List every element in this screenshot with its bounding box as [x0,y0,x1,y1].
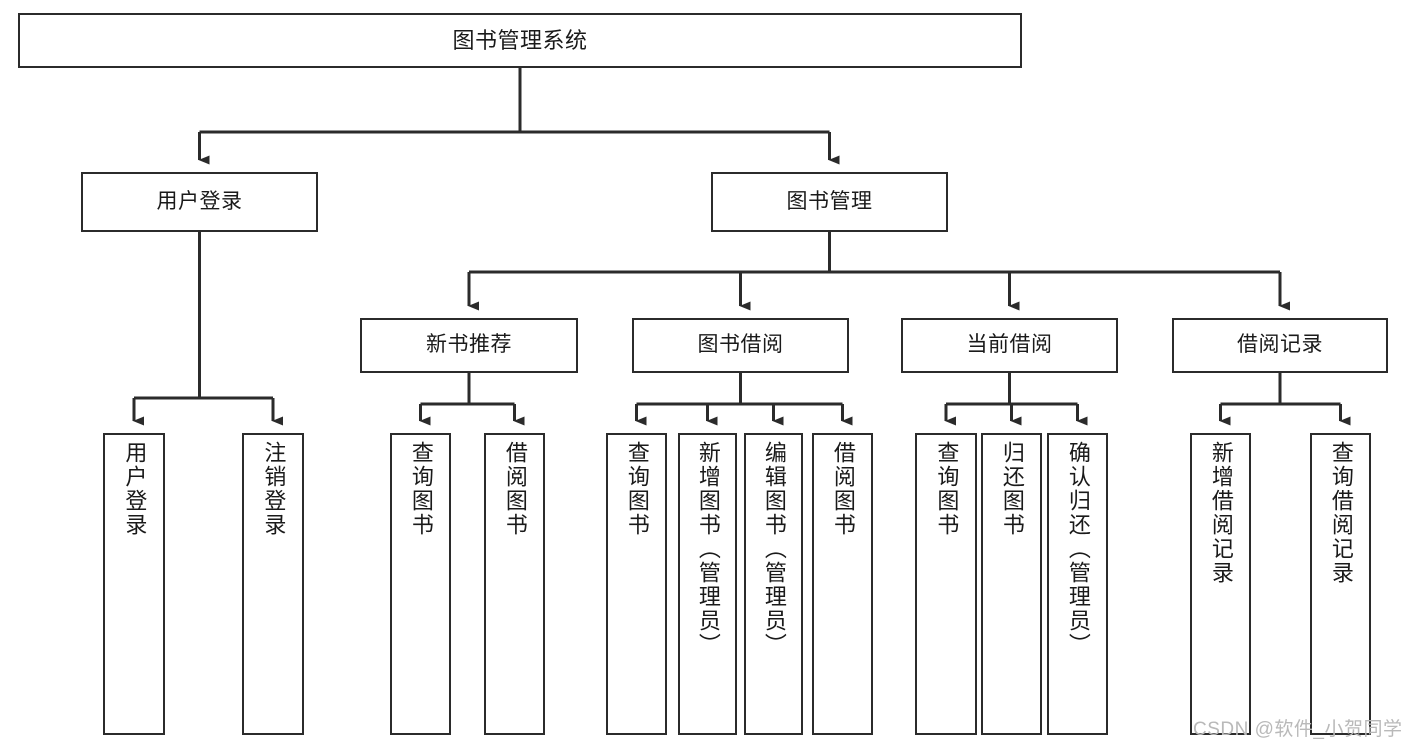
node-label: 图书管理系统 [452,27,588,53]
node-label: 编辑图书（管理员） [761,441,787,657]
node-label: 借阅记录 [1237,333,1323,357]
node-user-login[interactable]: 用户登录 [81,172,318,232]
node-root[interactable]: 图书管理系统 [18,13,1022,68]
node-label: 用户登录 [122,441,148,537]
node-leaf-add-record[interactable]: 新增借阅记录 [1190,433,1251,735]
watermark-label: CSDN @软件_小贺同学 [1193,719,1403,740]
node-leaf-add-book[interactable]: 新增图书（管理员） [678,433,737,735]
node-label: 借阅图书 [830,441,856,537]
node-book-manage[interactable]: 图书管理 [711,172,948,232]
node-label: 新增图书（管理员） [695,441,721,657]
node-label: 查询图书 [624,441,650,537]
node-label: 用户登录 [156,189,243,213]
node-current-borrow[interactable]: 当前借阅 [901,318,1118,373]
node-label: 查询图书 [934,441,960,537]
node-label: 图书管理 [786,189,873,213]
node-label: 注销登录 [261,441,287,537]
node-leaf-edit-book[interactable]: 编辑图书（管理员） [744,433,803,735]
node-leaf-borrow-book-1[interactable]: 借阅图书 [484,433,545,735]
node-label: 确认归还（管理员） [1065,441,1091,657]
node-leaf-query-record[interactable]: 查询借阅记录 [1310,433,1371,735]
node-leaf-query-book-1[interactable]: 查询图书 [390,433,451,735]
node-leaf-query-book-2[interactable]: 查询图书 [606,433,667,735]
node-borrow-record[interactable]: 借阅记录 [1172,318,1388,373]
node-label: 查询借阅记录 [1328,441,1354,585]
node-label: 新增借阅记录 [1208,441,1234,585]
node-label: 借阅图书 [502,441,528,537]
node-new-book-recommend[interactable]: 新书推荐 [360,318,578,373]
node-label: 归还图书 [999,441,1025,537]
node-label: 查询图书 [408,441,434,537]
node-book-borrow[interactable]: 图书借阅 [632,318,849,373]
node-leaf-user-login[interactable]: 用户登录 [103,433,165,735]
node-label: 当前借阅 [966,333,1053,357]
node-leaf-query-book-3[interactable]: 查询图书 [915,433,977,735]
node-leaf-confirm-return[interactable]: 确认归还（管理员） [1047,433,1108,735]
node-leaf-logout[interactable]: 注销登录 [242,433,304,735]
node-leaf-borrow-book-2[interactable]: 借阅图书 [812,433,873,735]
node-label: 新书推荐 [426,333,512,357]
node-leaf-return-book[interactable]: 归还图书 [981,433,1042,735]
node-label: 图书借阅 [697,333,784,357]
